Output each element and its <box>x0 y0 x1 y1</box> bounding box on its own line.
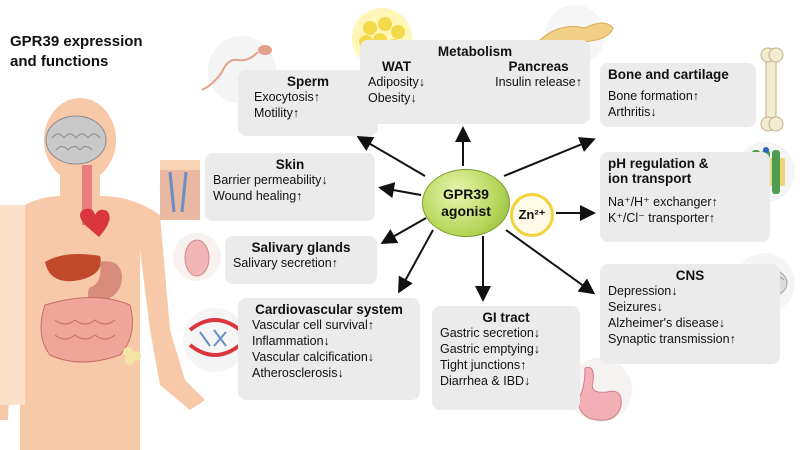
gi-item: Diarrhea & IBD↓ <box>440 374 531 388</box>
title-line2: and functions <box>10 53 109 70</box>
pancreas-item: Insulin release↑ <box>495 75 582 89</box>
stomach-illustration <box>568 358 632 422</box>
sperm-box: Sperm Exocytosis↑ Motility↑ <box>238 70 378 136</box>
arrow-to-cns <box>505 229 596 295</box>
cardio-item: Atherosclerosis↓ <box>252 366 344 380</box>
arrow-to-salivary <box>380 217 427 244</box>
pancreas-title: Pancreas <box>508 59 569 74</box>
bone-item: Arthritis↓ <box>608 105 657 119</box>
cns-title: CNS <box>675 268 705 283</box>
cns-box: CNS Depression↓ Seizures↓ Alzheimer's di… <box>600 264 780 364</box>
cardio-item: Inflammation↓ <box>252 334 330 348</box>
ph-item: Na⁺/H⁺ exchanger↑ <box>608 195 718 209</box>
bone-item: Bone formation↑ <box>608 89 700 103</box>
cardio-item: Vascular cell survival↑ <box>252 318 375 332</box>
cardiovascular-box: Cardiovascular system Vascular cell surv… <box>238 298 420 400</box>
wat-column: WAT Adiposity↓ Obesity↓ <box>368 59 425 106</box>
bone-cartilage-box: Bone and cartilage Bone formation↑ Arthr… <box>600 63 756 127</box>
zinc-label: Zn²⁺ <box>518 207 546 222</box>
wat-item: Adiposity↓ <box>368 75 425 89</box>
human-body-illustration <box>0 98 205 450</box>
cardio-item: Vascular calcification↓ <box>252 350 375 364</box>
cns-item: Seizures↓ <box>608 300 663 314</box>
gi-item: Gastric secretion↓ <box>440 326 541 340</box>
title-line1: GPR39 expression <box>10 33 143 50</box>
arrow-to-sperm <box>356 135 426 177</box>
sperm-item: Exocytosis↑ <box>254 90 320 104</box>
skin-title: Skin <box>275 157 305 172</box>
cardio-title: Cardiovascular system <box>255 302 403 317</box>
cns-item: Alzheimer's disease↓ <box>608 316 726 330</box>
cns-item: Synaptic transmission↑ <box>608 332 736 346</box>
agonist-line2: agonist <box>441 203 491 219</box>
ph-item: K⁺/Cl⁻ transporter↑ <box>608 211 715 225</box>
bone-illustration <box>760 47 784 132</box>
pancreas-column: Pancreas Insulin release↑ <box>495 59 582 106</box>
salivary-title: Salivary glands <box>251 240 351 255</box>
skin-illustration <box>160 160 200 220</box>
ph-title-line2: ion transport <box>608 171 692 186</box>
wat-item: Obesity↓ <box>368 91 417 105</box>
sperm-item: Motility↑ <box>254 106 300 120</box>
skin-item: Wound healing↑ <box>213 189 303 203</box>
skin-item: Barrier permeability↓ <box>213 173 328 187</box>
salivary-item: Salivary secretion↑ <box>233 256 338 270</box>
cns-item: Depression↓ <box>608 284 678 298</box>
ph-regulation-box: pH regulation & ion transport Na⁺/H⁺ exc… <box>600 152 770 242</box>
gi-tract-box: GI tract Gastric secretion↓ Gastric empt… <box>432 306 580 410</box>
agonist-line1: GPR39 <box>443 186 489 202</box>
arrow-to-cardio <box>398 229 434 294</box>
gi-item: Tight junctions↑ <box>440 358 527 372</box>
arrow-to-skin <box>378 182 422 198</box>
arrow-to-bone <box>503 137 596 177</box>
gi-item: Gastric emptying↓ <box>440 342 541 356</box>
gi-title: GI tract <box>482 310 530 325</box>
diagram-title: GPR39 expression and functions <box>10 32 143 72</box>
blood-vessel-illustration <box>183 308 247 372</box>
zinc-ion-node: Zn²⁺ <box>510 193 554 237</box>
bone-title: Bone and cartilage <box>608 67 729 82</box>
gpr39-agonist-node: GPR39 agonist <box>422 169 510 237</box>
sperm-title: Sperm <box>286 74 330 89</box>
metabolism-box: Metabolism WAT Adiposity↓ Obesity↓ Pancr… <box>360 40 590 124</box>
skin-box: Skin Barrier permeability↓ Wound healing… <box>205 153 375 221</box>
metabolism-title: Metabolism <box>437 44 513 59</box>
salivary-glands-box: Salivary glands Salivary secretion↑ <box>225 236 377 284</box>
wat-title: WAT <box>381 59 411 74</box>
salivary-gland-illustration <box>173 233 221 281</box>
ph-title-line1: pH regulation & <box>608 156 709 171</box>
